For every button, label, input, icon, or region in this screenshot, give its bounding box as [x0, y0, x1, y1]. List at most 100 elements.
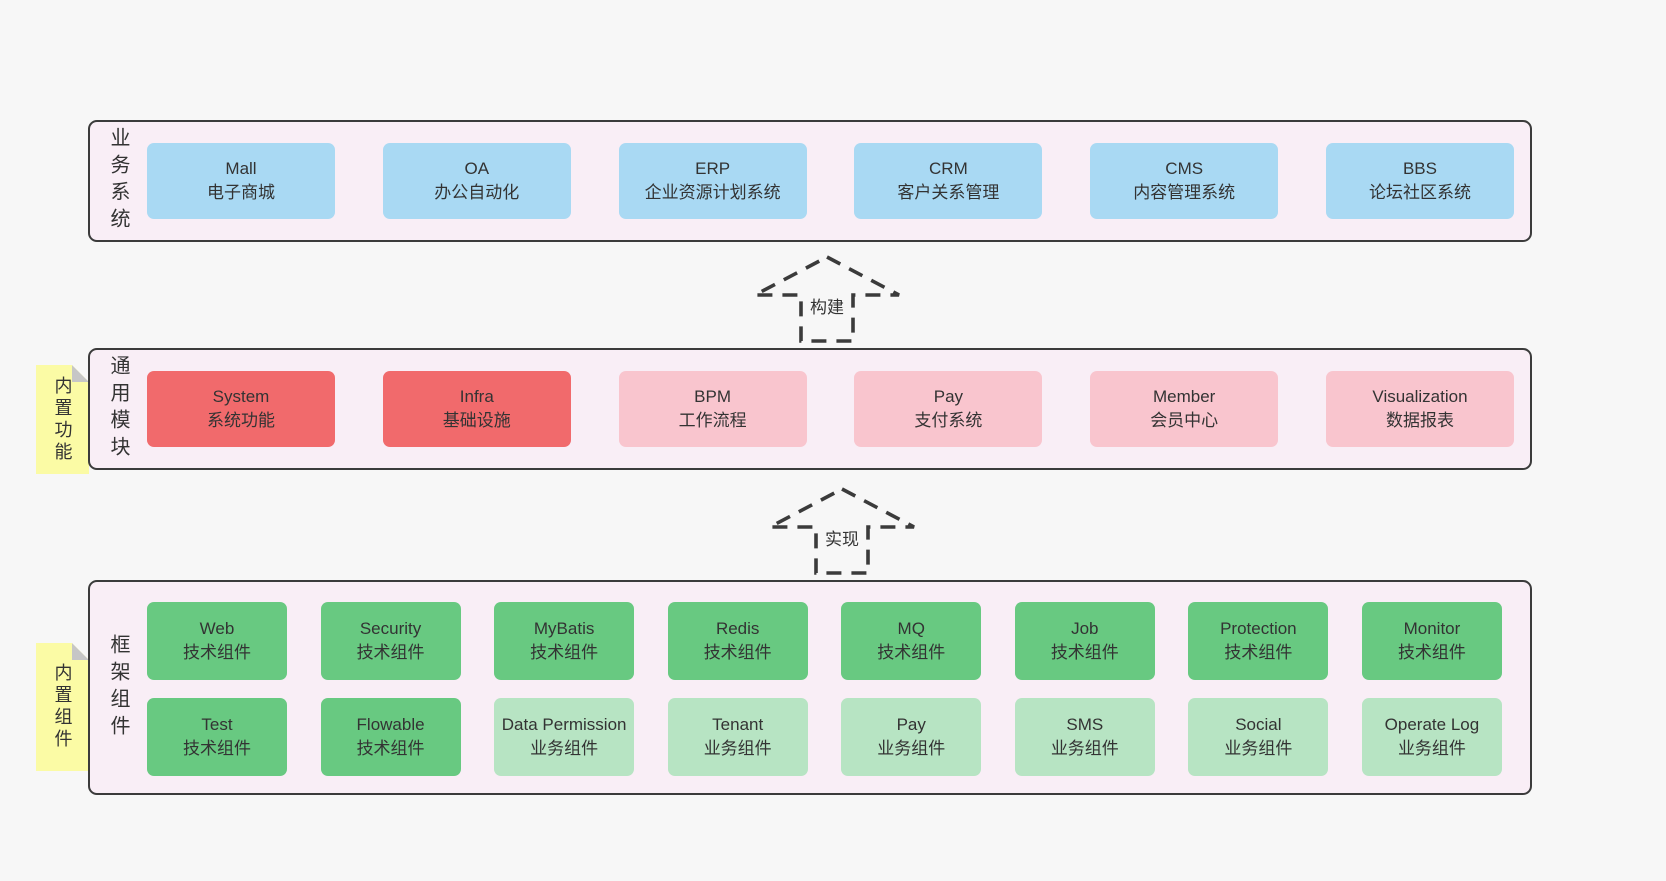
folded-corner-icon — [72, 643, 89, 660]
box-title: ERP — [695, 158, 731, 178]
box-title: SMS — [1066, 714, 1104, 734]
box-title: Member — [1153, 386, 1216, 406]
module-box-protection: Protection 技术组件 — [1188, 602, 1329, 680]
box-title: Job — [1071, 618, 1099, 638]
box-subtitle: 技术组件 — [1397, 643, 1466, 662]
box-subtitle: 办公自动化 — [434, 183, 520, 202]
box-subtitle: 电子商城 — [207, 183, 275, 202]
dashed-up-arrow-shape — [754, 254, 900, 343]
module-box-job: Job 技术组件 — [1014, 602, 1155, 680]
box-subtitle: 业务组件 — [877, 739, 946, 758]
module-box-pay: Pay 支付系统 — [854, 371, 1043, 447]
box-title: Social — [1235, 714, 1282, 734]
layer-label-common-modules: 通用模块 — [90, 350, 147, 468]
box-title: Protection — [1220, 618, 1297, 638]
box-title: MQ — [897, 618, 925, 638]
module-box-member: Member 会员中心 — [1090, 371, 1279, 447]
box-title: CMS — [1165, 158, 1204, 178]
box-subtitle: 客户关系管理 — [897, 183, 1000, 202]
build-arrow-label: 构建 — [810, 298, 844, 317]
module-box-erp: ERP 企业资源计划系统 — [618, 143, 807, 219]
build-arrow: 构建 — [754, 254, 900, 343]
box-subtitle: 会员中心 — [1150, 411, 1219, 430]
module-box-web: Web 技术组件 — [147, 602, 287, 680]
sticky-tab-built-in-components: 内置组件 — [36, 643, 89, 771]
box-subtitle: 基础设施 — [442, 411, 511, 430]
module-box-flowable: Flowable 技术组件 — [320, 698, 461, 776]
module-box-data-permission: Data Permission 业务组件 — [494, 698, 635, 776]
module-box-oa: OA 办公自动化 — [382, 143, 571, 219]
box-subtitle: 技术组件 — [356, 739, 425, 758]
box-subtitle: 支付系统 — [914, 411, 983, 430]
layer-label-business-systems: 业务系统 — [90, 122, 147, 240]
layer-label-framework-components: 框架组件 — [90, 582, 147, 793]
box-subtitle: 技术组件 — [1050, 643, 1119, 662]
box-title: Pay — [933, 386, 964, 406]
box-title: CRM — [929, 158, 968, 178]
arrow-label-backdrop — [818, 524, 866, 552]
box-subtitle: 技术组件 — [1224, 643, 1293, 662]
box-subtitle: 论坛社区系统 — [1368, 183, 1471, 202]
box-subtitle: 技术组件 — [530, 643, 599, 662]
folded-corner-icon — [72, 365, 89, 382]
box-title: Flowable — [356, 714, 425, 734]
module-box-mybatis: MyBatis 技术组件 — [494, 602, 635, 680]
box-title: Tenant — [712, 714, 764, 734]
module-box-cms: CMS 内容管理系统 — [1090, 143, 1279, 219]
box-title: Monitor — [1403, 618, 1461, 638]
box-title: Security — [359, 618, 422, 638]
box-title: Redis — [715, 618, 760, 638]
box-subtitle: 技术组件 — [183, 643, 251, 662]
implement-arrow-label: 实现 — [825, 530, 859, 549]
box-subtitle: 企业资源计划系统 — [644, 183, 781, 202]
box-title: MyBatis — [533, 618, 595, 638]
box-subtitle: 技术组件 — [703, 643, 772, 662]
module-box-visualization: Visualization 数据报表 — [1325, 371, 1514, 447]
sticky-tab-text: 内置组件 — [52, 663, 73, 751]
box-title: Pay — [896, 714, 926, 734]
dashed-up-arrow-shape — [769, 486, 915, 575]
box-subtitle: 数据报表 — [1385, 411, 1454, 430]
box-subtitle: 业务组件 — [703, 739, 772, 758]
box-title: BBS — [1402, 158, 1437, 178]
module-box-social: Social 业务组件 — [1188, 698, 1329, 776]
module-box-tenant: Tenant 业务组件 — [667, 698, 808, 776]
sticky-tab-text: 内置功能 — [52, 375, 73, 464]
box-title: Web — [199, 618, 235, 638]
box-subtitle: 系统功能 — [207, 411, 275, 430]
layer-label-text: 框架组件 — [107, 633, 129, 742]
box-subtitle: 内容管理系统 — [1133, 183, 1236, 202]
module-box-test: Test 技术组件 — [147, 698, 287, 776]
module-box-crm: CRM 客户关系管理 — [854, 143, 1043, 219]
box-title: Infra — [459, 386, 494, 406]
box-title: Operate Log — [1384, 714, 1480, 734]
box-subtitle: 技术组件 — [877, 643, 946, 662]
module-box-mq: MQ 技术组件 — [841, 602, 982, 680]
box-title: Data Permission — [501, 714, 627, 734]
arrow-label-backdrop — [803, 292, 851, 320]
sticky-tab-built-in-functions: 内置功能 — [36, 365, 89, 474]
box-title: OA — [464, 158, 490, 178]
layer-label-text: 业务系统 — [107, 127, 129, 235]
box-subtitle: 业务组件 — [1224, 739, 1293, 758]
module-box-infra: Infra 基础设施 — [382, 371, 571, 447]
box-subtitle: 技术组件 — [183, 739, 251, 758]
box-title: Test — [201, 714, 233, 734]
module-box-bbs: BBS 论坛社区系统 — [1325, 143, 1514, 219]
box-title: Visualization — [1372, 386, 1468, 406]
module-box-redis: Redis 技术组件 — [667, 602, 808, 680]
box-subtitle: 业务组件 — [530, 739, 599, 758]
box-subtitle: 技术组件 — [356, 643, 425, 662]
